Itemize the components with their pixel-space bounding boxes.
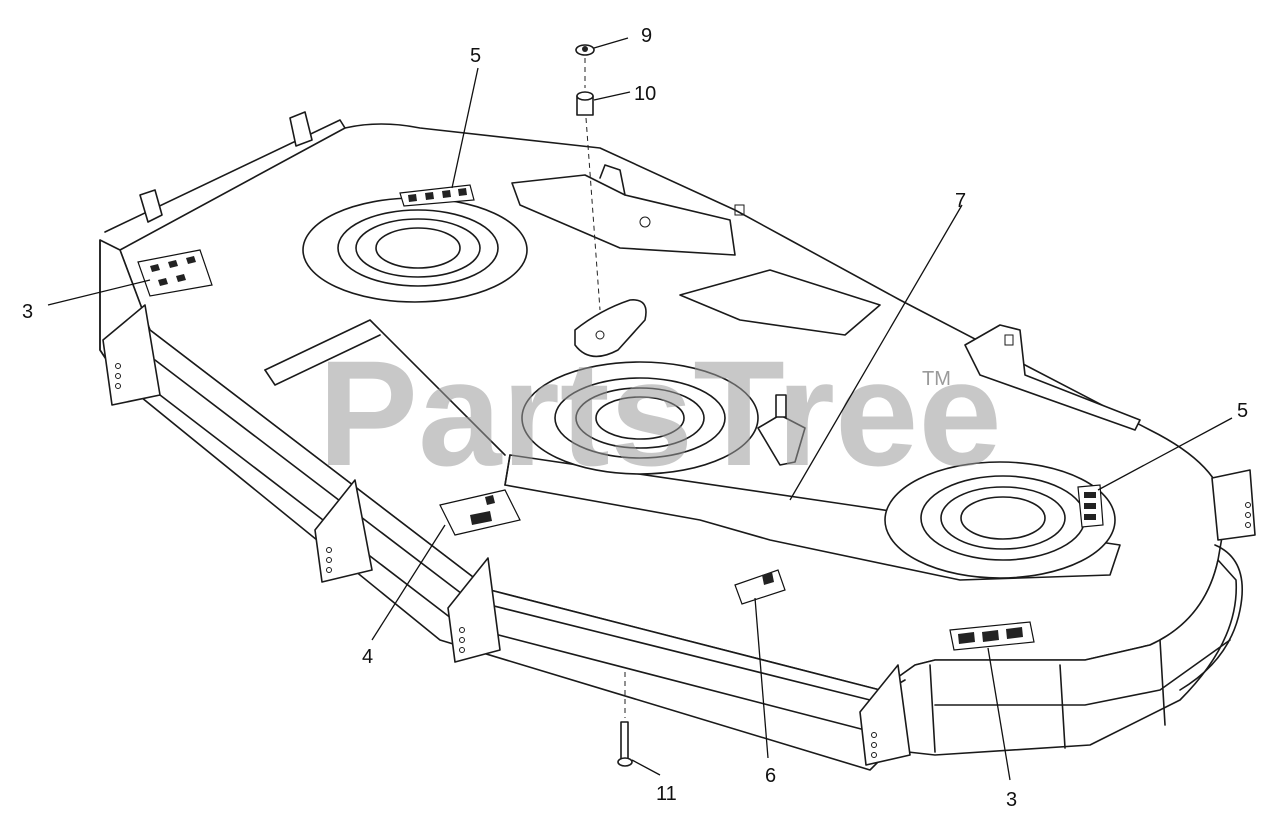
rear-hitch-brackets (139, 111, 313, 223)
callout-10: 10 (634, 83, 656, 105)
callout-11: 11 (656, 783, 677, 805)
anti-scalp-post (757, 394, 806, 466)
watermark-text: PartsTree (318, 329, 1002, 497)
decal-5-top (399, 184, 475, 207)
caster-bracket-far-right (1211, 469, 1256, 541)
watermark-trademark: TM (922, 368, 951, 390)
caster-bracket-mid (447, 557, 501, 663)
decal-6 (734, 569, 786, 605)
callout-3-left: 3 (22, 301, 33, 323)
pivot-plate (574, 299, 647, 358)
decal-3-left (137, 249, 213, 297)
idler-bracket (511, 164, 1141, 431)
locknut-9 (575, 44, 595, 56)
callout-leaders (47, 37, 1233, 781)
callout-9: 9 (641, 25, 652, 47)
caster-bracket-mid-left (314, 479, 373, 583)
decal-4 (439, 489, 521, 536)
spacer-10 (576, 91, 594, 116)
spindle-right (884, 461, 1116, 579)
callout-5-top: 5 (470, 45, 481, 67)
assembly-dashed-lines (584, 58, 626, 718)
callout-3-bottom: 3 (1006, 789, 1017, 811)
caster-bracket-right (859, 664, 911, 766)
decal-3-bottom (949, 621, 1035, 651)
caster-bracket-left (102, 304, 161, 406)
bolt-11 (617, 721, 633, 767)
callout-5-right: 5 (1237, 400, 1248, 422)
spindle-left (302, 197, 528, 303)
decal-5-right (1077, 484, 1104, 528)
callout-7: 7 (955, 190, 966, 212)
callout-4: 4 (362, 646, 373, 668)
callout-6: 6 (765, 765, 776, 787)
spindle-center (521, 361, 759, 475)
